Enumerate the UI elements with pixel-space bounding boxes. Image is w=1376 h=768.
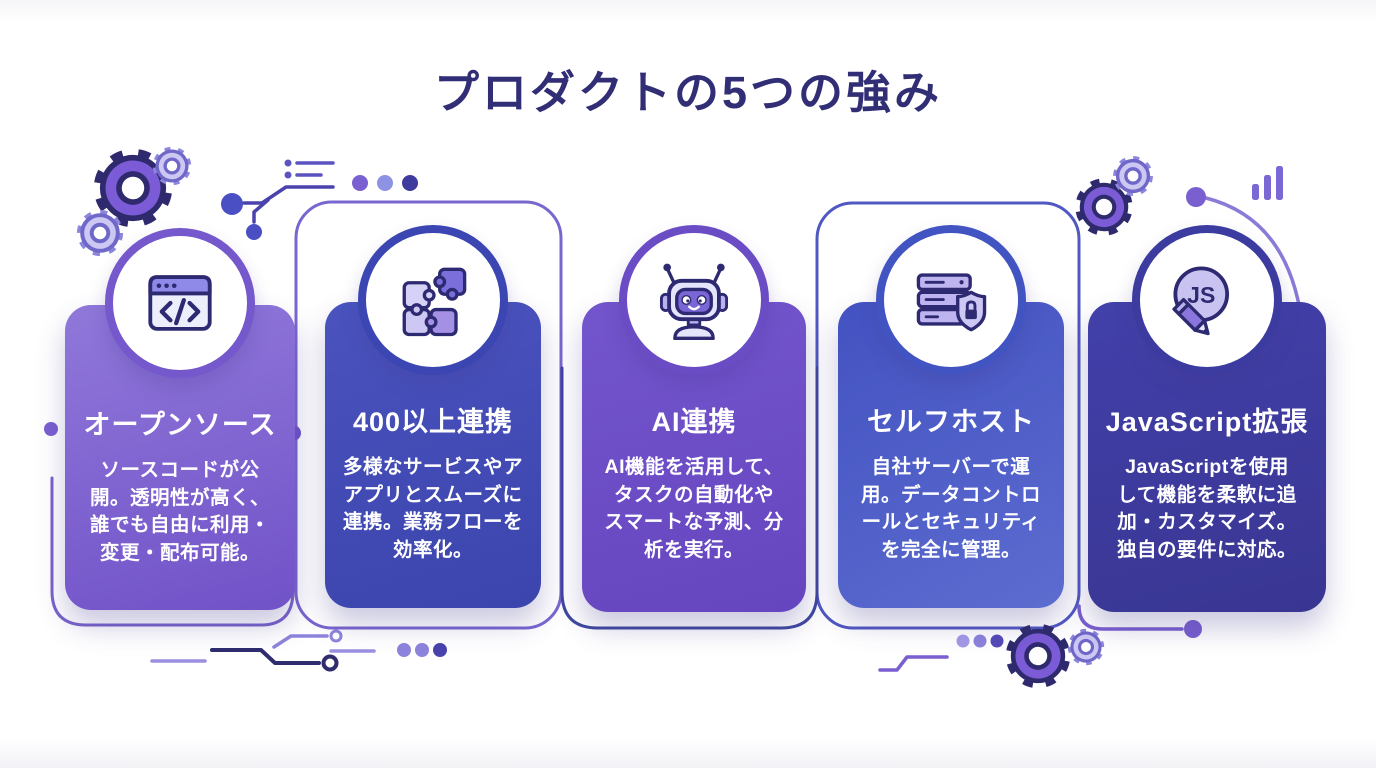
card-title: JavaScript拡張 (1105, 407, 1309, 437)
gear-icon (76, 209, 124, 257)
code-window-icon (148, 275, 212, 331)
connector-outline (1077, 604, 1184, 631)
robot-icon (659, 263, 729, 341)
js-label: JS (1187, 282, 1215, 308)
gear-icon (1075, 178, 1133, 236)
card-description: AI機能を活用して、 タスクの自動化や スマートな予測、分 析を実行。 (604, 456, 784, 562)
card-description: JavaScriptを使用 して機能を柔軟に追 加・カスタマイズ。 独自の要件に… (1116, 456, 1297, 562)
card-title: 400以上連携 (352, 407, 514, 437)
icon-circle (105, 228, 255, 378)
card-description: ソースコードが公 開。透明性が高く、 誰でも自由に利用・ 変更・配布可能。 (89, 459, 270, 565)
puzzle-icon (402, 267, 467, 337)
circuit-trace (150, 629, 376, 672)
gear-icon (1067, 628, 1105, 666)
node-dots (44, 175, 1206, 657)
card-integrations: 400以上連携 多様なサービスやア アプリとスムーズに 連携。業務フローを 効率… (325, 225, 541, 608)
card-title: オープンソース (83, 410, 277, 440)
icon-circle (876, 225, 1026, 375)
gear-icon (1005, 623, 1071, 689)
server-shield-icon (916, 273, 987, 332)
card-title: AI連携 (651, 407, 737, 437)
card-title: セルフホスト (867, 407, 1035, 437)
card-self-host: セルフホスト 自社サーバーで運 用。データコントロ ールとセキュリティ を完全に… (838, 225, 1064, 608)
card-js-extension: JS JavaScript拡張 JavaScriptを使用 して機能を柔軟に追 … (1088, 225, 1326, 612)
circuit-trace (878, 655, 949, 672)
card-ai: AI連携 AI機能を活用して、 タスクの自動化や スマートな予測、分 析を実行。 (582, 225, 806, 612)
js-pencil-icon: JS (1172, 266, 1230, 336)
page-title: プロダクトの5つの強み (433, 67, 943, 118)
icon-circle: JS (1132, 225, 1282, 375)
icon-circle (619, 225, 769, 375)
card-open-source: オープンソース ソースコードが公 開。透明性が高く、 誰でも自由に利用・ 変更・… (65, 228, 295, 610)
connector-outline (560, 366, 819, 630)
gear-icon (93, 148, 173, 228)
bar-chart-icon (1252, 166, 1283, 200)
connector-outline (50, 442, 295, 627)
gear-icon (152, 146, 192, 186)
card-description: 自社サーバーで運 用。データコントロ ールとセキュリティ を完全に管理。 (860, 456, 1041, 562)
gear-icon (1113, 156, 1153, 196)
icon-circle (358, 225, 508, 375)
circuit-trace (221, 159, 335, 240)
card-description: 多様なサービスやア アプリとスムーズに 連携。業務フローを 効率化。 (342, 456, 523, 562)
